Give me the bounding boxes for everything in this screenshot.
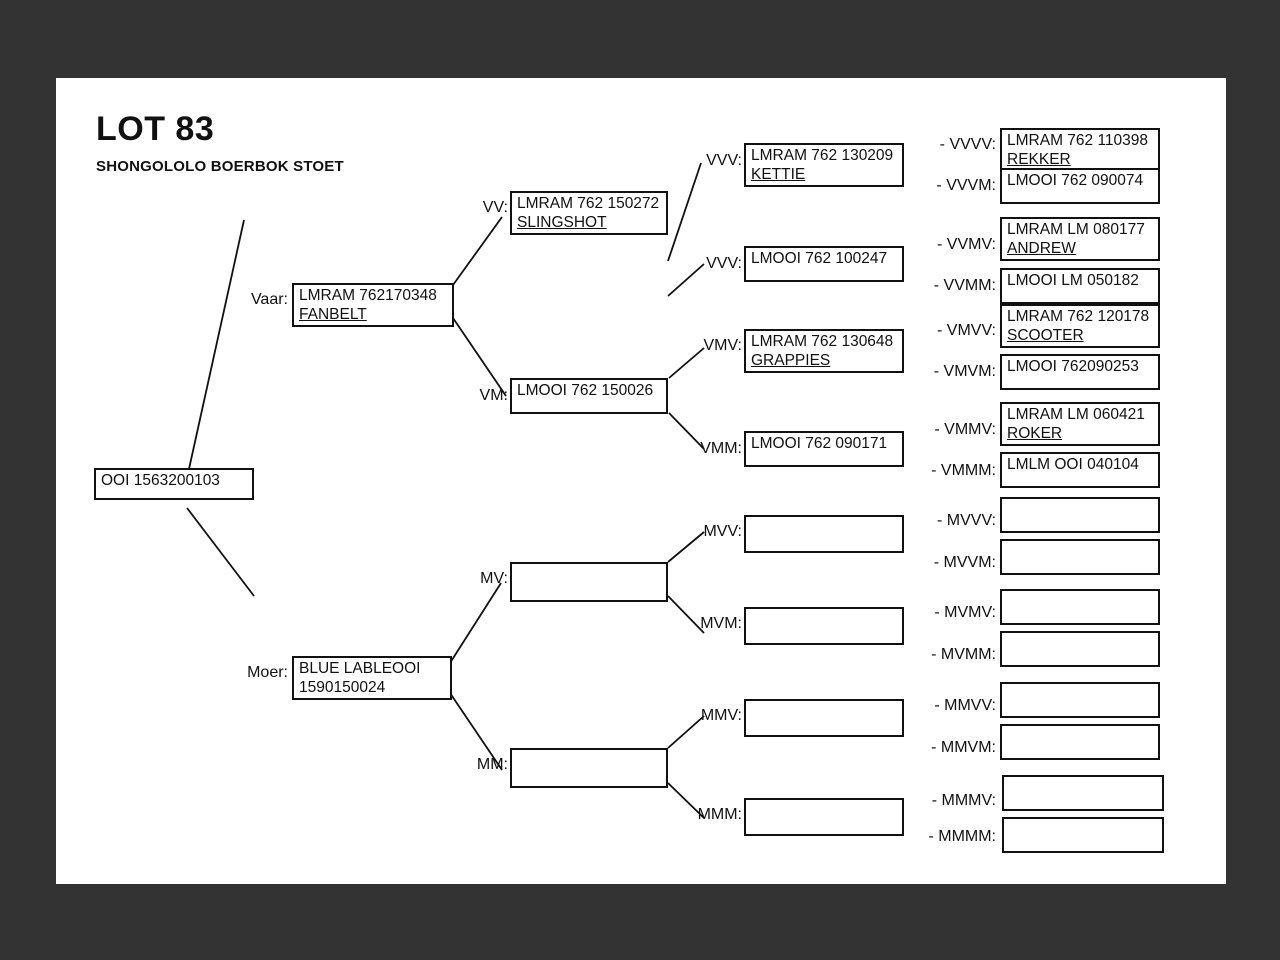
node-vmv-line2: GRAPPIES [751, 352, 831, 369]
node-vvm[interactable]: LMOOI 762 100247 [744, 246, 904, 282]
node-label-vmvm: VMVM: [908, 363, 996, 381]
node-label-mv: MV: [480, 570, 508, 587]
node-vvv[interactable]: LMRAM 762 130209 KETTIE [744, 143, 904, 187]
node-mmm[interactable] [744, 798, 904, 836]
node-mvmv[interactable] [1000, 589, 1160, 625]
node-vaar-line2: FANBELT [299, 306, 367, 323]
node-label-vvmv: VVMV: [908, 236, 996, 254]
node-label-mmvv: MMVV: [908, 697, 996, 715]
node-vaar[interactable]: LMRAM 762170348 FANBELT [292, 283, 454, 327]
node-vvvv-line2: REKKER [1007, 151, 1071, 168]
node-vvmm[interactable]: LMOOI LM 050182 [1000, 268, 1160, 304]
node-label-mm: MM: [476, 756, 508, 773]
node-vmmm-line1: LMLM OOI 040104 [1007, 456, 1139, 473]
node-mmvv[interactable] [1000, 682, 1160, 718]
node-vmvm-line1: LMOOI 762090253 [1007, 358, 1139, 375]
node-label-mmmv: MMMV: [908, 792, 996, 810]
node-vvm-line1: LMOOI 762 100247 [751, 250, 888, 267]
node-vvmv-line2: ANDREW [1007, 240, 1076, 257]
node-moer-line1: BLUE LABLEOOI [299, 660, 421, 677]
node-label-vvmm: VVMM: [908, 277, 996, 295]
node-vmm-line1: LMOOI 762 090171 [751, 435, 888, 452]
node-label-moer: Moer: [247, 664, 288, 681]
node-vv-line1: LMRAM 762 150272 [517, 195, 660, 212]
node-vmmv-line1: LMRAM LM 060421 [1007, 406, 1145, 423]
node-label-vvm: VVV: [706, 255, 742, 272]
node-label-vaar: Vaar: [250, 291, 288, 308]
node-mmmm[interactable] [1002, 817, 1164, 853]
node-vmvv-line2: SCOOTER [1007, 327, 1084, 344]
node-label-vm: VM: [479, 387, 508, 404]
node-vm-line1: LMOOI 762 150026 [517, 382, 654, 399]
node-vvvm[interactable]: LMOOI 762 090074 [1000, 168, 1160, 204]
node-mvvm[interactable] [1000, 539, 1160, 575]
node-label-mvmv: MVMV: [908, 604, 996, 622]
node-mv[interactable] [510, 562, 668, 602]
node-mvmm[interactable] [1000, 631, 1160, 667]
node-mmmv[interactable] [1002, 775, 1164, 811]
node-label-vmm: VMM: [700, 440, 742, 457]
node-label-mmv: MMV: [700, 707, 742, 724]
node-label-mvvm: MVVM: [908, 554, 996, 572]
node-moer-line2: 1590150024 [299, 679, 386, 696]
node-label-mvmm: MVMM: [908, 646, 996, 664]
pedigree-connector-lines [186, 162, 705, 819]
node-root-line1: OOI 1563200103 [101, 472, 220, 489]
node-vaar-line1: LMRAM 762170348 [299, 287, 437, 304]
node-vmv[interactable]: LMRAM 762 130648 GRAPPIES [744, 329, 904, 373]
node-vmm[interactable]: LMOOI 762 090171 [744, 431, 904, 467]
pedigree-page: LOT 83 SHONGOLOLO BOERBOK STOET [56, 78, 1226, 884]
node-label-mvm: MVM: [700, 615, 742, 632]
node-label-vv: VV: [482, 199, 508, 216]
node-label-mmmm: MMMM: [908, 828, 996, 846]
node-label-vmmm: VMMM: [908, 462, 996, 480]
node-mvm[interactable] [744, 607, 904, 645]
node-vvmm-line1: LMOOI LM 050182 [1007, 272, 1139, 289]
node-mmv[interactable] [744, 699, 904, 737]
node-label-vmmv: VMMV: [908, 421, 996, 439]
node-vvv-line1: LMRAM 762 130209 [751, 147, 894, 164]
node-label-vmv: VMV: [703, 337, 742, 354]
node-label-mmvm: MMVM: [908, 739, 996, 757]
node-vvv-line2: KETTIE [751, 166, 806, 183]
node-vmvv-line1: LMRAM 762 120178 [1007, 308, 1150, 325]
node-vvvv[interactable]: LMRAM 762 110398 REKKER [1000, 128, 1160, 172]
node-label-vvvv: VVVV: [908, 136, 996, 154]
node-label-mvv: MVV: [703, 523, 742, 540]
node-label-mmm: MMM: [697, 806, 742, 823]
node-label-vmvv: VMVV: [908, 322, 996, 340]
node-label-mvvv: MVVV: [908, 512, 996, 530]
node-vvvm-line1: LMOOI 762 090074 [1007, 172, 1144, 189]
node-mmvm[interactable] [1000, 724, 1160, 760]
node-label-vvvm: VVVM: [908, 177, 996, 195]
node-vmvv[interactable]: LMRAM 762 120178 SCOOTER [1000, 304, 1160, 348]
node-vmmv[interactable]: LMRAM LM 060421 ROKER [1000, 402, 1160, 446]
node-label-vvv: VVV: [706, 152, 742, 169]
node-vv-line2: SLINGSHOT [517, 214, 607, 231]
node-vvmv-line1: LMRAM LM 080177 [1007, 221, 1145, 238]
node-vm[interactable]: LMOOI 762 150026 [510, 378, 668, 414]
node-vmmv-line2: ROKER [1007, 425, 1063, 442]
node-vvvv-line1: LMRAM 762 110398 [1007, 132, 1149, 149]
node-moer[interactable]: BLUE LABLEOOI 1590150024 [292, 656, 452, 700]
page-title: LOT 83 [96, 110, 215, 148]
node-vmv-line1: LMRAM 762 130648 [751, 333, 894, 350]
page-subtitle: SHONGOLOLO BOERBOK STOET [96, 158, 344, 175]
node-vmvm[interactable]: LMOOI 762090253 [1000, 354, 1160, 390]
node-mvvv[interactable] [1000, 497, 1160, 533]
node-vmmm[interactable]: LMLM OOI 040104 [1000, 452, 1160, 488]
node-mm[interactable] [510, 748, 668, 788]
node-mvv[interactable] [744, 515, 904, 553]
node-root[interactable]: OOI 1563200103 [94, 468, 254, 500]
node-vv[interactable]: LMRAM 762 150272 SLINGSHOT [510, 191, 668, 235]
node-vvmv[interactable]: LMRAM LM 080177 ANDREW [1000, 217, 1160, 261]
